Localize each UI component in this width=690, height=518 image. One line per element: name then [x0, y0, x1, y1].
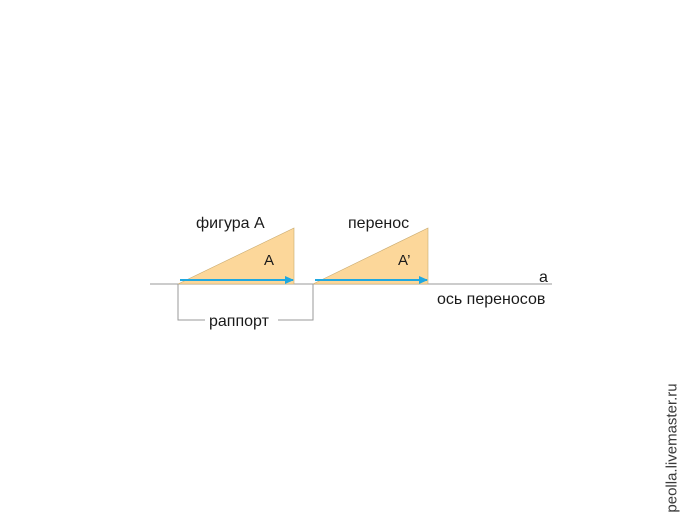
watermark-text: peolla.livemaster.ru [663, 383, 681, 513]
axis-letter-label: а [539, 269, 548, 286]
rapport-bracket-left [177, 284, 205, 321]
triangle-a-prime-label: А’ [398, 252, 411, 269]
axis-name-label: ось переносов [437, 291, 545, 308]
triangle-a-label: А [264, 252, 274, 269]
rapport-bracket-right [278, 284, 314, 321]
triangle-a-prime [312, 227, 429, 285]
rapport-label: раппорт [209, 313, 270, 330]
transfer-label: перенос [348, 215, 409, 232]
triangle-a [177, 227, 295, 285]
figure-a-label: фигура А [196, 215, 265, 232]
